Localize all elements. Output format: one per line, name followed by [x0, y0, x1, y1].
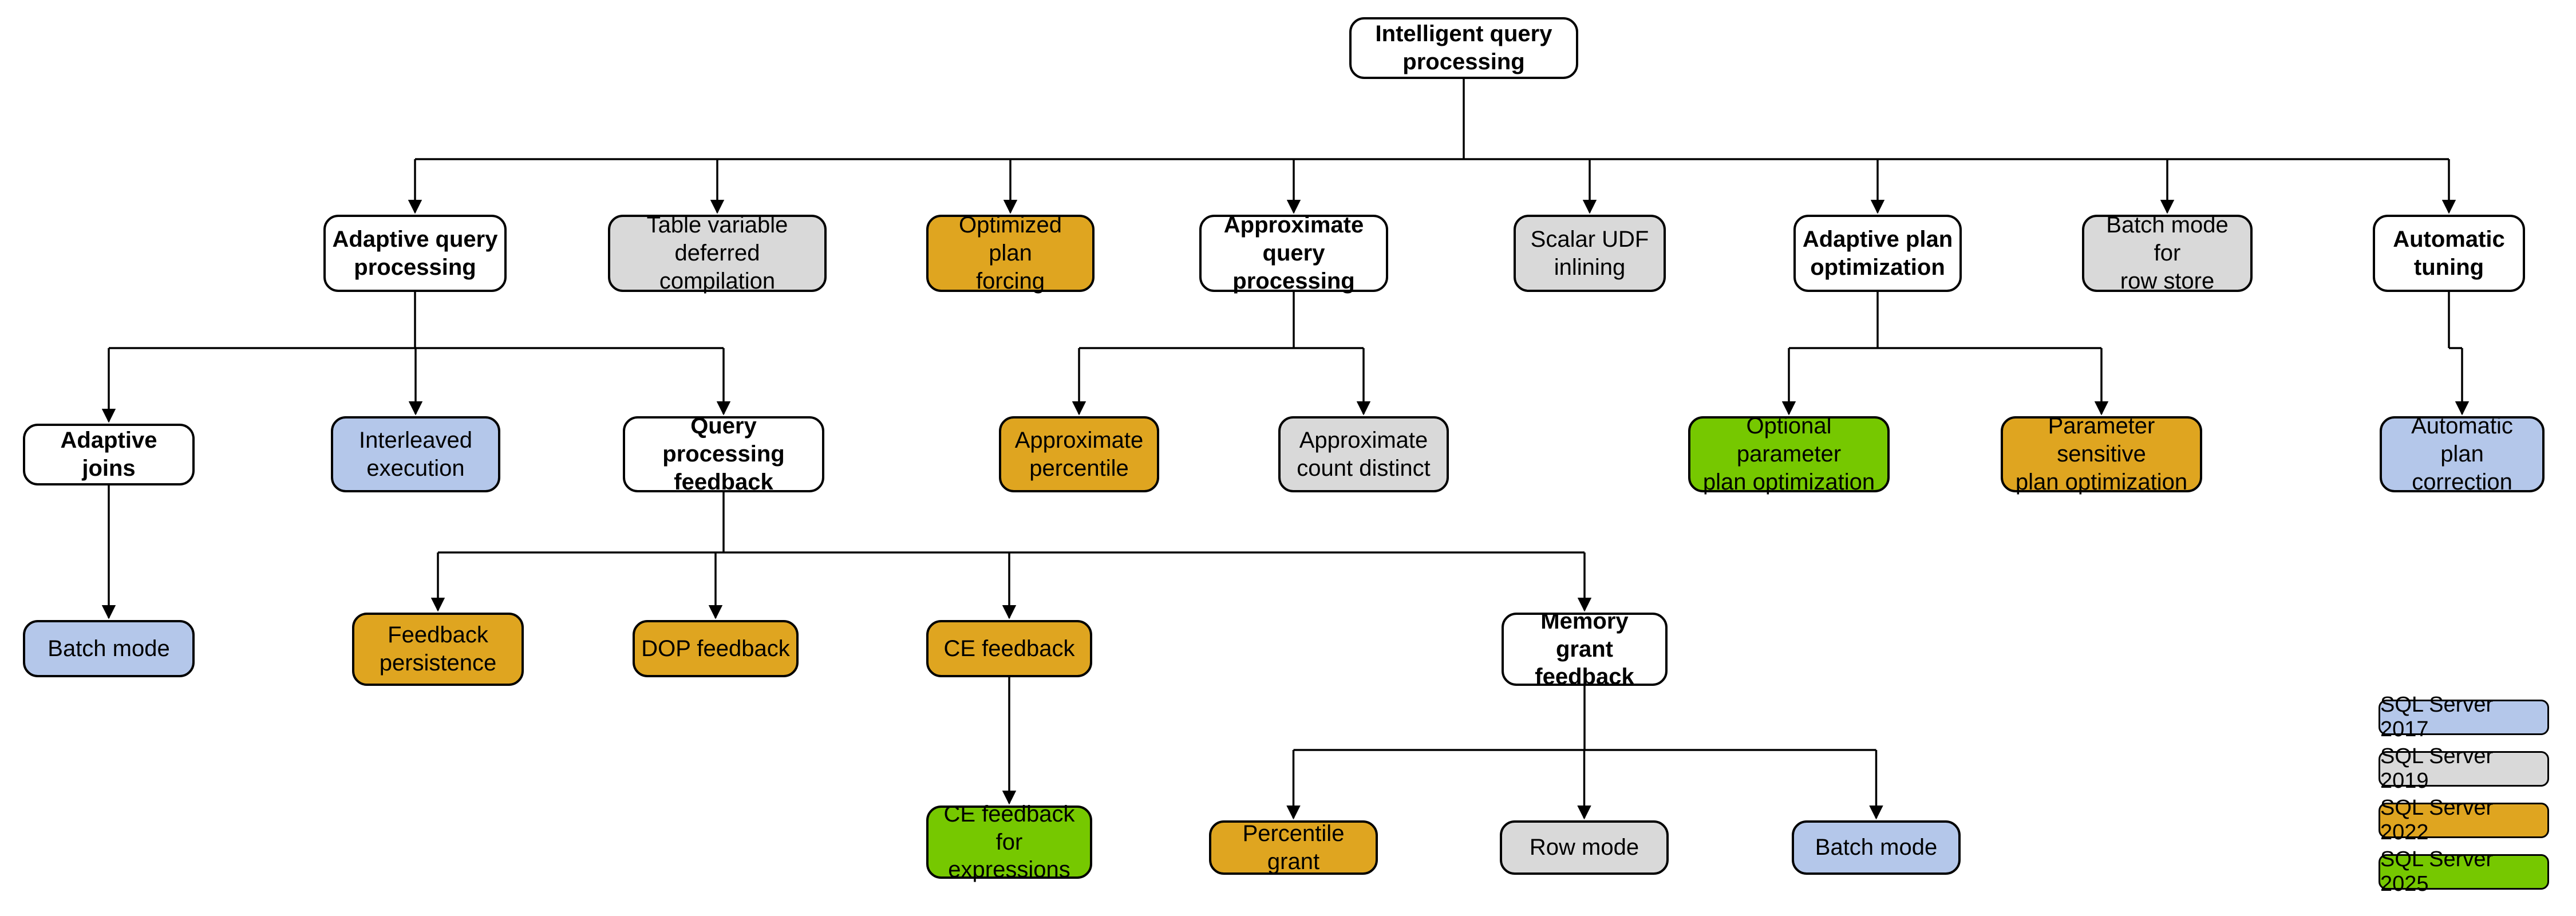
node-apo[interactable]: Adaptive plan optimization [1793, 215, 1962, 292]
node-mgf[interactable]: Memory grant feedback [1502, 609, 1668, 689]
node-interleaved[interactable]: Interleaved execution [331, 416, 500, 492]
node-autotune[interactable]: Automatic tuning [2373, 215, 2525, 292]
node-pctgrant[interactable]: Percentile grant [1209, 820, 1378, 875]
node-adaptivejoins[interactable]: Adaptive joins [23, 424, 195, 485]
node-bmrs[interactable]: Batch mode for row store [2082, 212, 2253, 294]
legend-item-sql-server-2017: SQL Server 2017 [2379, 693, 2549, 741]
node-cefbexpr[interactable]: CE feedback for expressions [926, 802, 1092, 882]
node-root[interactable]: Intelligent query processing [1349, 17, 1578, 79]
node-cefb[interactable]: CE feedback [926, 620, 1092, 677]
legend-item-sql-server-2019: SQL Server 2019 [2379, 744, 2549, 793]
node-batchmode1[interactable]: Batch mode [23, 620, 195, 677]
legend-item-sql-server-2022: SQL Server 2022 [2379, 796, 2549, 844]
node-psp[interactable]: Parameter sensitive plan optimization [2001, 413, 2202, 495]
node-rowmode[interactable]: Row mode [1500, 820, 1669, 875]
node-approxcount[interactable]: Approximate count distinct [1278, 416, 1449, 492]
node-apc[interactable]: Automatic plan correction [2380, 413, 2545, 495]
node-approxqp[interactable]: Approximate query processing [1199, 212, 1388, 294]
node-aqp[interactable]: Adaptive query processing [323, 215, 507, 292]
node-tvdc[interactable]: Table variable deferred compilation [608, 212, 827, 294]
node-scalarudf[interactable]: Scalar UDF inlining [1514, 215, 1666, 292]
node-qpf[interactable]: Query processing feedback [623, 413, 824, 495]
legend-item-sql-server-2025: SQL Server 2025 [2379, 847, 2549, 896]
node-batchmode2[interactable]: Batch mode [1792, 820, 1961, 875]
node-approxpct[interactable]: Approximate percentile [999, 416, 1159, 492]
node-oppo[interactable]: Optional parameter plan optimization [1688, 413, 1890, 495]
node-fbpersist[interactable]: Feedback persistence [352, 613, 524, 686]
node-opf[interactable]: Optimized plan forcing [926, 212, 1095, 294]
node-dopfb[interactable]: DOP feedback [633, 620, 799, 677]
